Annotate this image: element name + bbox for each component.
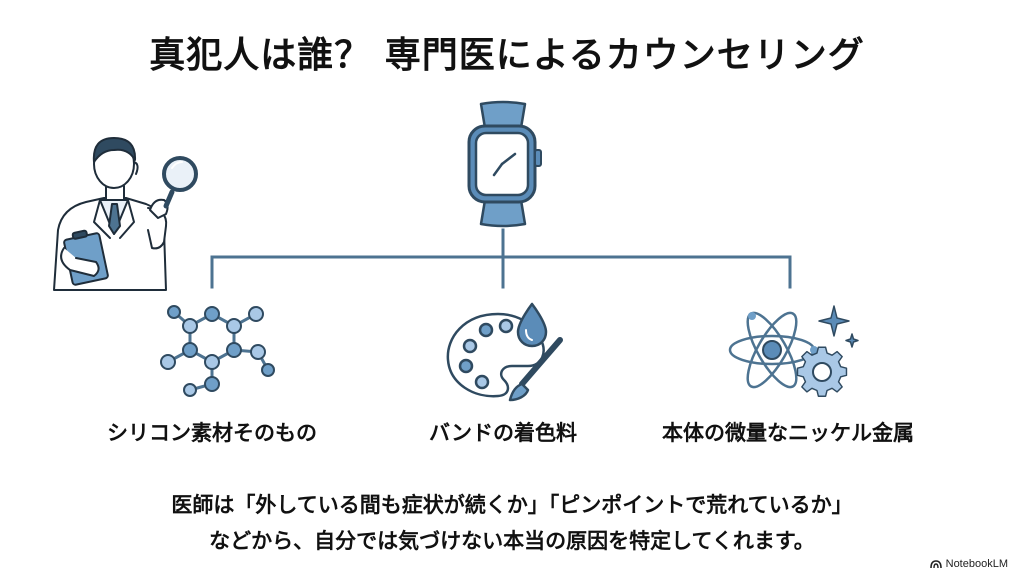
page-title: 真犯人は誰？ 専門医によるカウンセリング	[149, 35, 865, 76]
palette-drop-brush-icon	[446, 302, 563, 402]
branch-label-dye: バンドの着色料	[428, 421, 578, 445]
summary-line-1: 医師は「外している間も症状が続くか」「ピンポイントで荒れているか」	[171, 493, 853, 517]
footer-brand-text: NotebookLM	[945, 558, 1008, 570]
atom-gear-icon	[728, 305, 859, 397]
doctor-with-magnifier-icon	[53, 137, 198, 291]
smartwatch-icon	[467, 100, 542, 228]
molecule-icon	[160, 305, 275, 397]
summary-line-2: などから、自分では気づけない本当の原因を特定してくれます。	[209, 529, 815, 553]
branch-label-nickel: 本体の微量なニッケル金属	[662, 421, 914, 445]
branch-label-silicone: シリコン素材そのもの	[107, 421, 317, 445]
footer-brand: NotebookLM	[929, 558, 1008, 570]
notebooklm-logo-icon	[929, 559, 942, 568]
